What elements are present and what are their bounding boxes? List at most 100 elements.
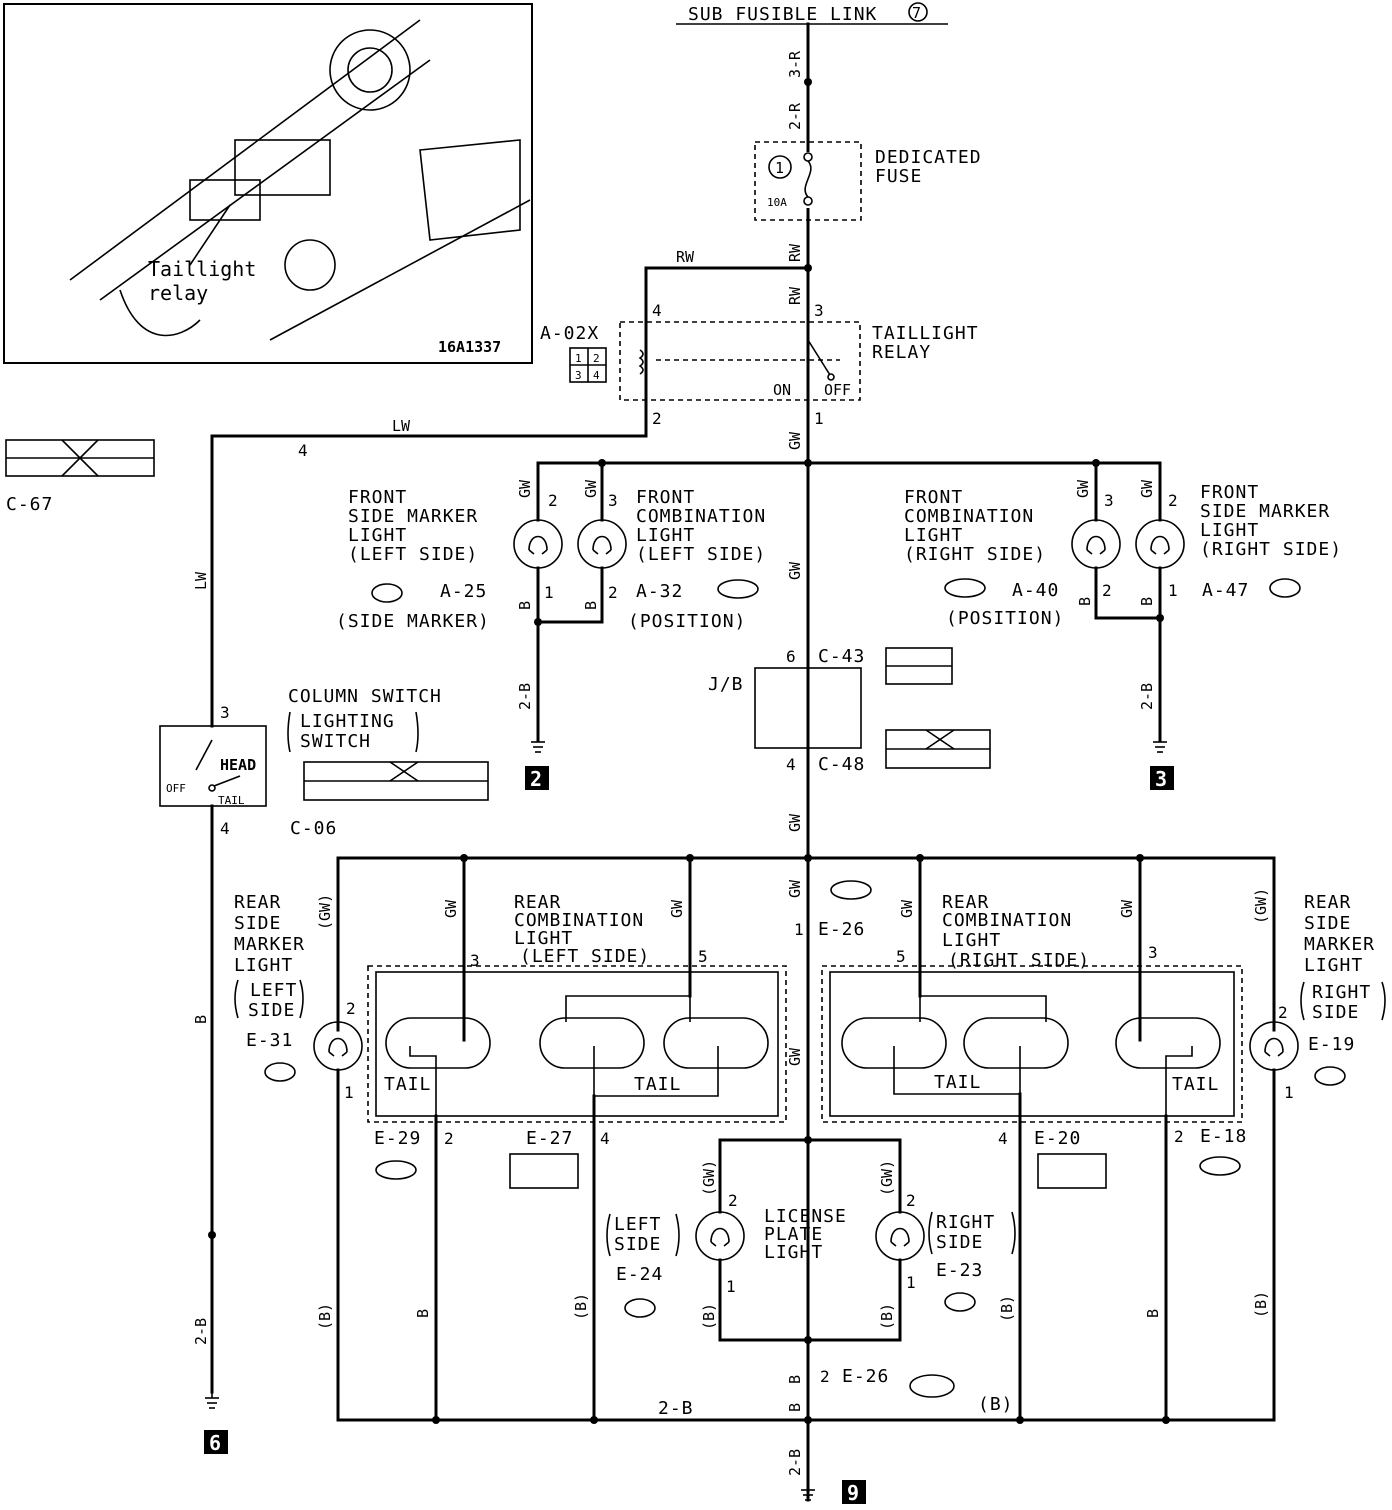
column-switch-label: COLUMN SWITCH bbox=[288, 686, 442, 707]
svg-text:SIDE: SIDE bbox=[1312, 1002, 1359, 1023]
cs-tail: TAIL bbox=[218, 794, 245, 807]
relay-off: OFF bbox=[824, 381, 851, 399]
wire-2b-main: 2-B bbox=[786, 1449, 804, 1476]
rc-left-label: REAR bbox=[514, 892, 561, 913]
fuse-rating: 10A bbox=[767, 196, 787, 209]
rc-right-label: REAR bbox=[942, 892, 989, 913]
rcl-pin3: 3 bbox=[470, 951, 480, 970]
e23-pin2: 2 bbox=[906, 1191, 916, 1210]
svg-text:LIGHT: LIGHT bbox=[348, 525, 407, 546]
supply-label: SUB FUSIBLE LINK bbox=[688, 4, 877, 25]
svg-text:SIDE MARKER: SIDE MARKER bbox=[348, 506, 478, 527]
fcr-pin2: 2 bbox=[1102, 581, 1112, 600]
e31-pin1: 1 bbox=[344, 1083, 354, 1102]
e24-pin2: 2 bbox=[728, 1191, 738, 1210]
position-right-label: (POSITION) bbox=[946, 608, 1064, 629]
svg-text:LIGHT: LIGHT bbox=[942, 930, 1001, 951]
rcr-pin5: 5 bbox=[896, 947, 906, 966]
svg-text:MARKER: MARKER bbox=[234, 934, 305, 955]
wire-2b-r: 2-B bbox=[1138, 683, 1156, 710]
relay-pin-4: 4 bbox=[652, 301, 662, 320]
cs-off: OFF bbox=[166, 782, 186, 795]
svg-text:LIGHT: LIGHT bbox=[636, 525, 695, 546]
wire-gw-3: GW bbox=[786, 813, 804, 832]
wire-pb-2: (B) bbox=[572, 1293, 590, 1320]
wire-gw-2: GW bbox=[786, 561, 804, 580]
relay-pin-2: 2 bbox=[652, 409, 662, 428]
svg-text:3: 3 bbox=[575, 369, 582, 382]
wire-gw-5: GW bbox=[786, 1047, 804, 1066]
license-left: LEFT bbox=[614, 1214, 661, 1235]
wire-gw-rl1: GW bbox=[442, 899, 460, 918]
wire-pgw-lp1: (GW) bbox=[700, 1160, 718, 1196]
tail-l1: TAIL bbox=[384, 1074, 431, 1095]
supply-number: 7 bbox=[912, 4, 921, 22]
fc-right-label: FRONT bbox=[904, 487, 963, 508]
conn-e31: E-31 bbox=[246, 1030, 293, 1051]
svg-text:LIGHT: LIGHT bbox=[764, 1242, 823, 1263]
svg-text:1: 1 bbox=[575, 352, 582, 365]
wire-lw-2: LW bbox=[192, 571, 210, 590]
svg-text:RIGHT: RIGHT bbox=[1312, 982, 1371, 1003]
wire-b-fl2: B bbox=[582, 601, 600, 610]
side-marker-label: (SIDE MARKER) bbox=[336, 611, 490, 632]
svg-text:SIDE: SIDE bbox=[1304, 913, 1351, 934]
wire-b-1: B bbox=[414, 1309, 432, 1318]
conn-e19: E-19 bbox=[1308, 1034, 1355, 1055]
conn-e18: E-18 bbox=[1200, 1126, 1247, 1147]
photo-code: 16A1337 bbox=[438, 338, 501, 356]
conn-e20: E-20 bbox=[1034, 1128, 1081, 1149]
wire-gw-1: GW bbox=[786, 431, 804, 450]
svg-text:2: 2 bbox=[593, 352, 600, 365]
rcl-pin5: 5 bbox=[698, 947, 708, 966]
ground-9: 9 bbox=[847, 1481, 859, 1505]
wire-gw-fr2: GW bbox=[1138, 479, 1156, 498]
conn-a32: A-32 bbox=[636, 581, 683, 602]
relay-label-2: RELAY bbox=[872, 342, 931, 363]
conn-e26-2: E-26 bbox=[842, 1366, 889, 1387]
e27-grid bbox=[509, 1153, 579, 1189]
fsmr-pin1: 1 bbox=[1168, 581, 1178, 600]
fuse-label-2: FUSE bbox=[875, 166, 922, 187]
c43-grid bbox=[885, 647, 953, 685]
switch-label: SWITCH bbox=[300, 731, 371, 752]
fsm-left-label: FRONT bbox=[348, 487, 407, 508]
wire-pgw-l: (GW) bbox=[316, 894, 334, 930]
svg-text:(RIGHT SIDE): (RIGHT SIDE) bbox=[1200, 539, 1342, 560]
fuse-label: DEDICATED bbox=[875, 147, 982, 168]
svg-text:SIDE MARKER: SIDE MARKER bbox=[1200, 501, 1330, 522]
relay-label: TAILLIGHT bbox=[872, 323, 979, 344]
photo-label: Taillight bbox=[148, 257, 256, 281]
photo-label-2: relay bbox=[148, 281, 208, 305]
c67-grid bbox=[5, 439, 155, 477]
jb-box bbox=[754, 667, 862, 749]
wire-gw-4: GW bbox=[786, 879, 804, 898]
wire-rw-2: RW bbox=[676, 248, 695, 266]
svg-text:COMBINATION: COMBINATION bbox=[636, 506, 766, 527]
conn-e26: E-26 bbox=[818, 919, 865, 940]
wire-gw-rr1: GW bbox=[898, 899, 916, 918]
cs-pin4: 4 bbox=[220, 819, 230, 838]
svg-text:MARKER: MARKER bbox=[1304, 934, 1375, 955]
wire-lw: LW bbox=[392, 417, 411, 435]
fsm-l-pin2: 2 bbox=[548, 491, 558, 510]
tail-r2: TAIL bbox=[1172, 1074, 1219, 1095]
jb-label: J/B bbox=[708, 674, 744, 695]
svg-text:(LEFT SIDE): (LEFT SIDE) bbox=[636, 544, 766, 565]
svg-text:COMBINATION: COMBINATION bbox=[514, 910, 644, 931]
lighting-label: LIGHTING bbox=[300, 711, 395, 732]
conn-a02x: A-02X bbox=[540, 323, 599, 344]
relay-pin-1: 1 bbox=[814, 409, 824, 428]
wire-b-fl1: B bbox=[516, 601, 534, 610]
conn-e23: E-23 bbox=[936, 1260, 983, 1281]
tail-r1: TAIL bbox=[934, 1072, 981, 1093]
conn-c43: C-43 bbox=[818, 646, 865, 667]
fcl-pin3: 3 bbox=[608, 491, 618, 510]
wire-pb-3: (B) bbox=[998, 1295, 1016, 1322]
tail-l2: TAIL bbox=[634, 1074, 681, 1095]
e29-pin2: 2 bbox=[444, 1129, 454, 1148]
e18-pin2: 2 bbox=[1174, 1127, 1184, 1146]
e19-pin2: 2 bbox=[1278, 1003, 1288, 1022]
fcr-pin3: 3 bbox=[1104, 491, 1114, 510]
